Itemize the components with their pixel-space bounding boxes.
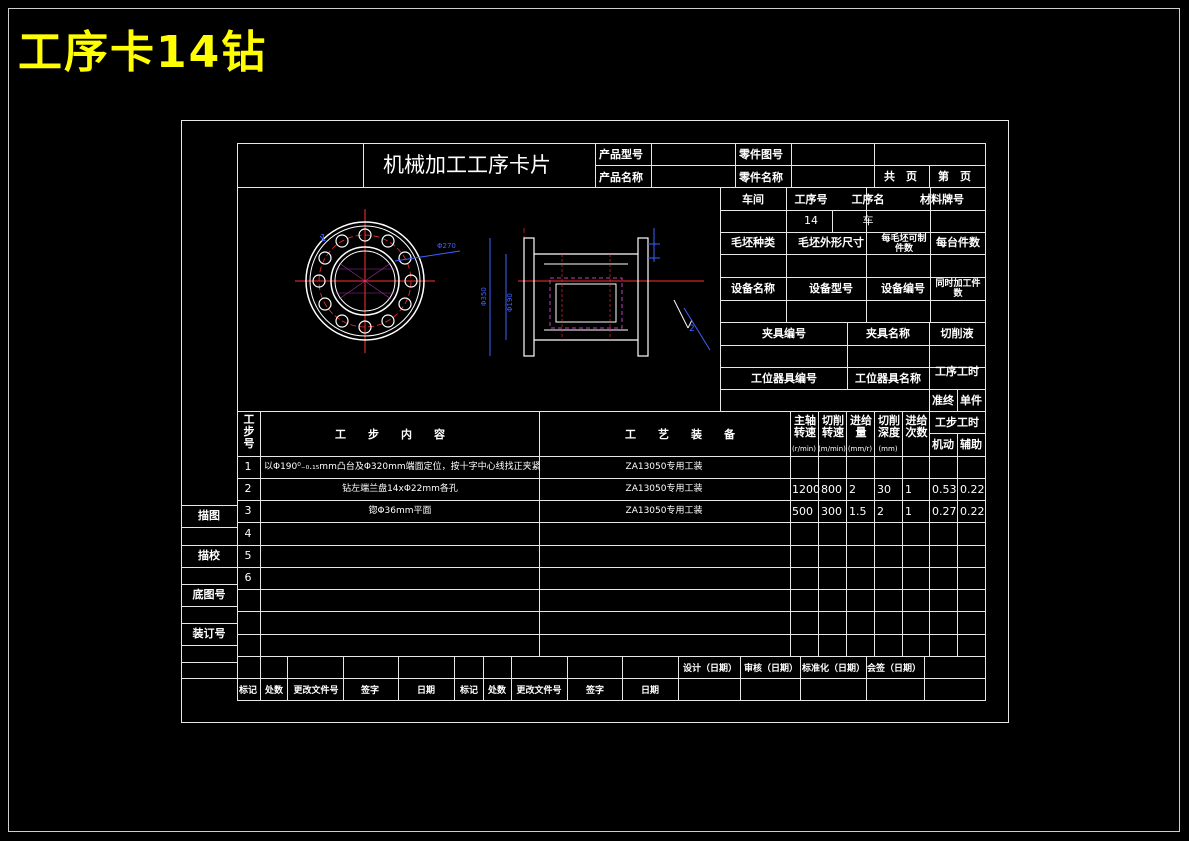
- op-time-label: 工序工时: [935, 365, 979, 378]
- step-equipment: ZA13050专用工装: [625, 506, 703, 516]
- op-name-value: 车: [862, 214, 874, 227]
- spindle-unit: (r/min): [792, 445, 816, 453]
- footer-design: 设计（日期）: [683, 664, 738, 674]
- feed-header: 进给量: [850, 414, 872, 439]
- step-feed: 1.5: [849, 505, 867, 518]
- unit-label: 单件: [960, 394, 982, 407]
- footer-mark: 标记: [238, 686, 258, 696]
- step-no: 5: [244, 549, 252, 562]
- simul-label: 同时加工件数: [935, 279, 981, 299]
- step-spindle: 1200: [792, 483, 820, 496]
- note-2: 2: [689, 324, 695, 334]
- step-content: 以Φ190⁰₋₀.₁₅mm凸台及Φ320mm端面定位，按十字中心线找正夹紧: [264, 462, 541, 472]
- step-no: 3: [244, 504, 252, 517]
- step-content: 锪Φ36mm平面: [368, 506, 432, 516]
- step-passes: 1: [905, 483, 912, 496]
- op-no-value: 14: [804, 214, 818, 227]
- material-label: 材料牌号: [920, 193, 964, 206]
- outer-frame: [8, 8, 1180, 832]
- step-passes: 1: [905, 505, 912, 518]
- process-card-sheet: [181, 120, 1009, 723]
- dim-b: Φ350: [480, 287, 488, 306]
- footer-countersign: 会签（日期）: [867, 664, 922, 674]
- step-no: 4: [244, 527, 252, 540]
- footer-review: 审核（日期）: [744, 664, 799, 674]
- fixture-no-label: 夹具编号: [762, 327, 806, 340]
- blank-size-label: 毛坯外形尺寸: [798, 236, 864, 249]
- coolant-label: 切削液: [940, 327, 974, 340]
- footer-standard: 标准化（日期）: [802, 664, 866, 674]
- flange-front-view: Φ270 1: [295, 209, 461, 353]
- step-depth: 2: [877, 505, 884, 518]
- equip-no-label: 设备编号: [881, 282, 925, 295]
- blank-count-label: 每毛坯可制件数: [881, 234, 927, 254]
- step-aux-time: 0.22: [960, 483, 985, 496]
- part-drawing-label: 零件图号: [739, 148, 783, 161]
- product-model-label: 产品型号: [599, 148, 643, 161]
- step-content: 钻左端兰盘14xΦ22mm各孔: [342, 484, 458, 494]
- side-label-binding: 装订号: [192, 627, 226, 640]
- part-name-label: 零件名称: [739, 171, 783, 184]
- card-title: 机械加工工序卡片: [383, 153, 551, 177]
- depth-header: 切削深度: [878, 414, 900, 439]
- product-name-label: 产品名称: [599, 171, 643, 184]
- flange-section-view: Φ350 Φ190 2: [480, 228, 711, 357]
- page-title: 工序卡14钻: [18, 27, 268, 78]
- cut-speed-header: 切削转速: [822, 414, 844, 439]
- side-label-base-drawing: 底图号: [192, 588, 226, 601]
- footer-date-2: 日期: [640, 686, 660, 696]
- step-machine-time: 0.53: [932, 483, 957, 496]
- footer-change-doc-2: 更改文件号: [516, 686, 562, 696]
- footer-count-2: 处数: [487, 686, 507, 696]
- page-label: 第 页: [938, 170, 971, 183]
- step-no-header: 工步号: [243, 413, 255, 450]
- passes-header: 进给次数: [905, 414, 928, 439]
- step-cut-speed: 800: [821, 483, 842, 496]
- dim-c: Φ190: [506, 293, 514, 312]
- step-no: 6: [244, 571, 252, 584]
- blank-type-label: 毛坯种类: [731, 236, 775, 249]
- side-label-trace: 描图: [198, 509, 220, 522]
- equip-name-label: 设备名称: [731, 282, 775, 295]
- step-no: 2: [244, 482, 252, 495]
- dim-a: Φ270: [437, 242, 456, 250]
- footer-change-doc: 更改文件号: [293, 686, 339, 696]
- step-equipment: ZA13050专用工装: [625, 484, 703, 494]
- equipment-header: 工 艺 装 备: [625, 428, 735, 441]
- side-label-trace-check: 描校: [198, 549, 220, 562]
- station-tool-name-label: 工位器具名称: [855, 372, 921, 385]
- step-no: 1: [244, 460, 252, 473]
- feed-unit: (mm/r): [847, 445, 873, 453]
- spindle-header: 主轴转速: [794, 414, 816, 439]
- footer-sign: 签字: [360, 686, 380, 696]
- step-cut-speed: 300: [821, 505, 842, 518]
- total-pages-label: 共 页: [884, 170, 917, 183]
- content-header: 工 步 内 容: [335, 428, 445, 441]
- cut-speed-unit: (m/min): [818, 445, 846, 453]
- prep-label: 准终: [932, 394, 954, 407]
- equip-model-label: 设备型号: [809, 282, 853, 295]
- fixture-name-label: 夹具名称: [866, 327, 910, 340]
- step-machine-time: 0.27: [932, 505, 957, 518]
- op-no-label: 工序号: [794, 193, 828, 206]
- aux-time-header: 辅助: [960, 438, 982, 451]
- station-tool-no-label: 工位器具编号: [751, 372, 817, 385]
- footer-count: 处数: [264, 686, 284, 696]
- op-name-label: 工序名: [851, 193, 885, 206]
- step-equipment: ZA13050专用工装: [625, 462, 703, 472]
- step-aux-time: 0.22: [960, 505, 985, 518]
- step-depth: 30: [877, 483, 891, 496]
- step-spindle: 500: [792, 505, 813, 518]
- machine-time-header: 机动: [932, 438, 954, 451]
- step-time-header: 工步工时: [935, 416, 979, 429]
- footer-date: 日期: [416, 686, 436, 696]
- note-1: 1: [320, 233, 326, 244]
- workshop-label: 车间: [742, 193, 764, 206]
- footer-sign-2: 签字: [585, 686, 605, 696]
- depth-unit: (mm): [878, 445, 898, 453]
- per-unit-label: 每台件数: [936, 236, 980, 249]
- part-drawing: Φ270 1 Φ350 Φ190 2: [295, 209, 711, 357]
- footer-mark-2: 标记: [459, 686, 479, 696]
- step-feed: 2: [849, 483, 856, 496]
